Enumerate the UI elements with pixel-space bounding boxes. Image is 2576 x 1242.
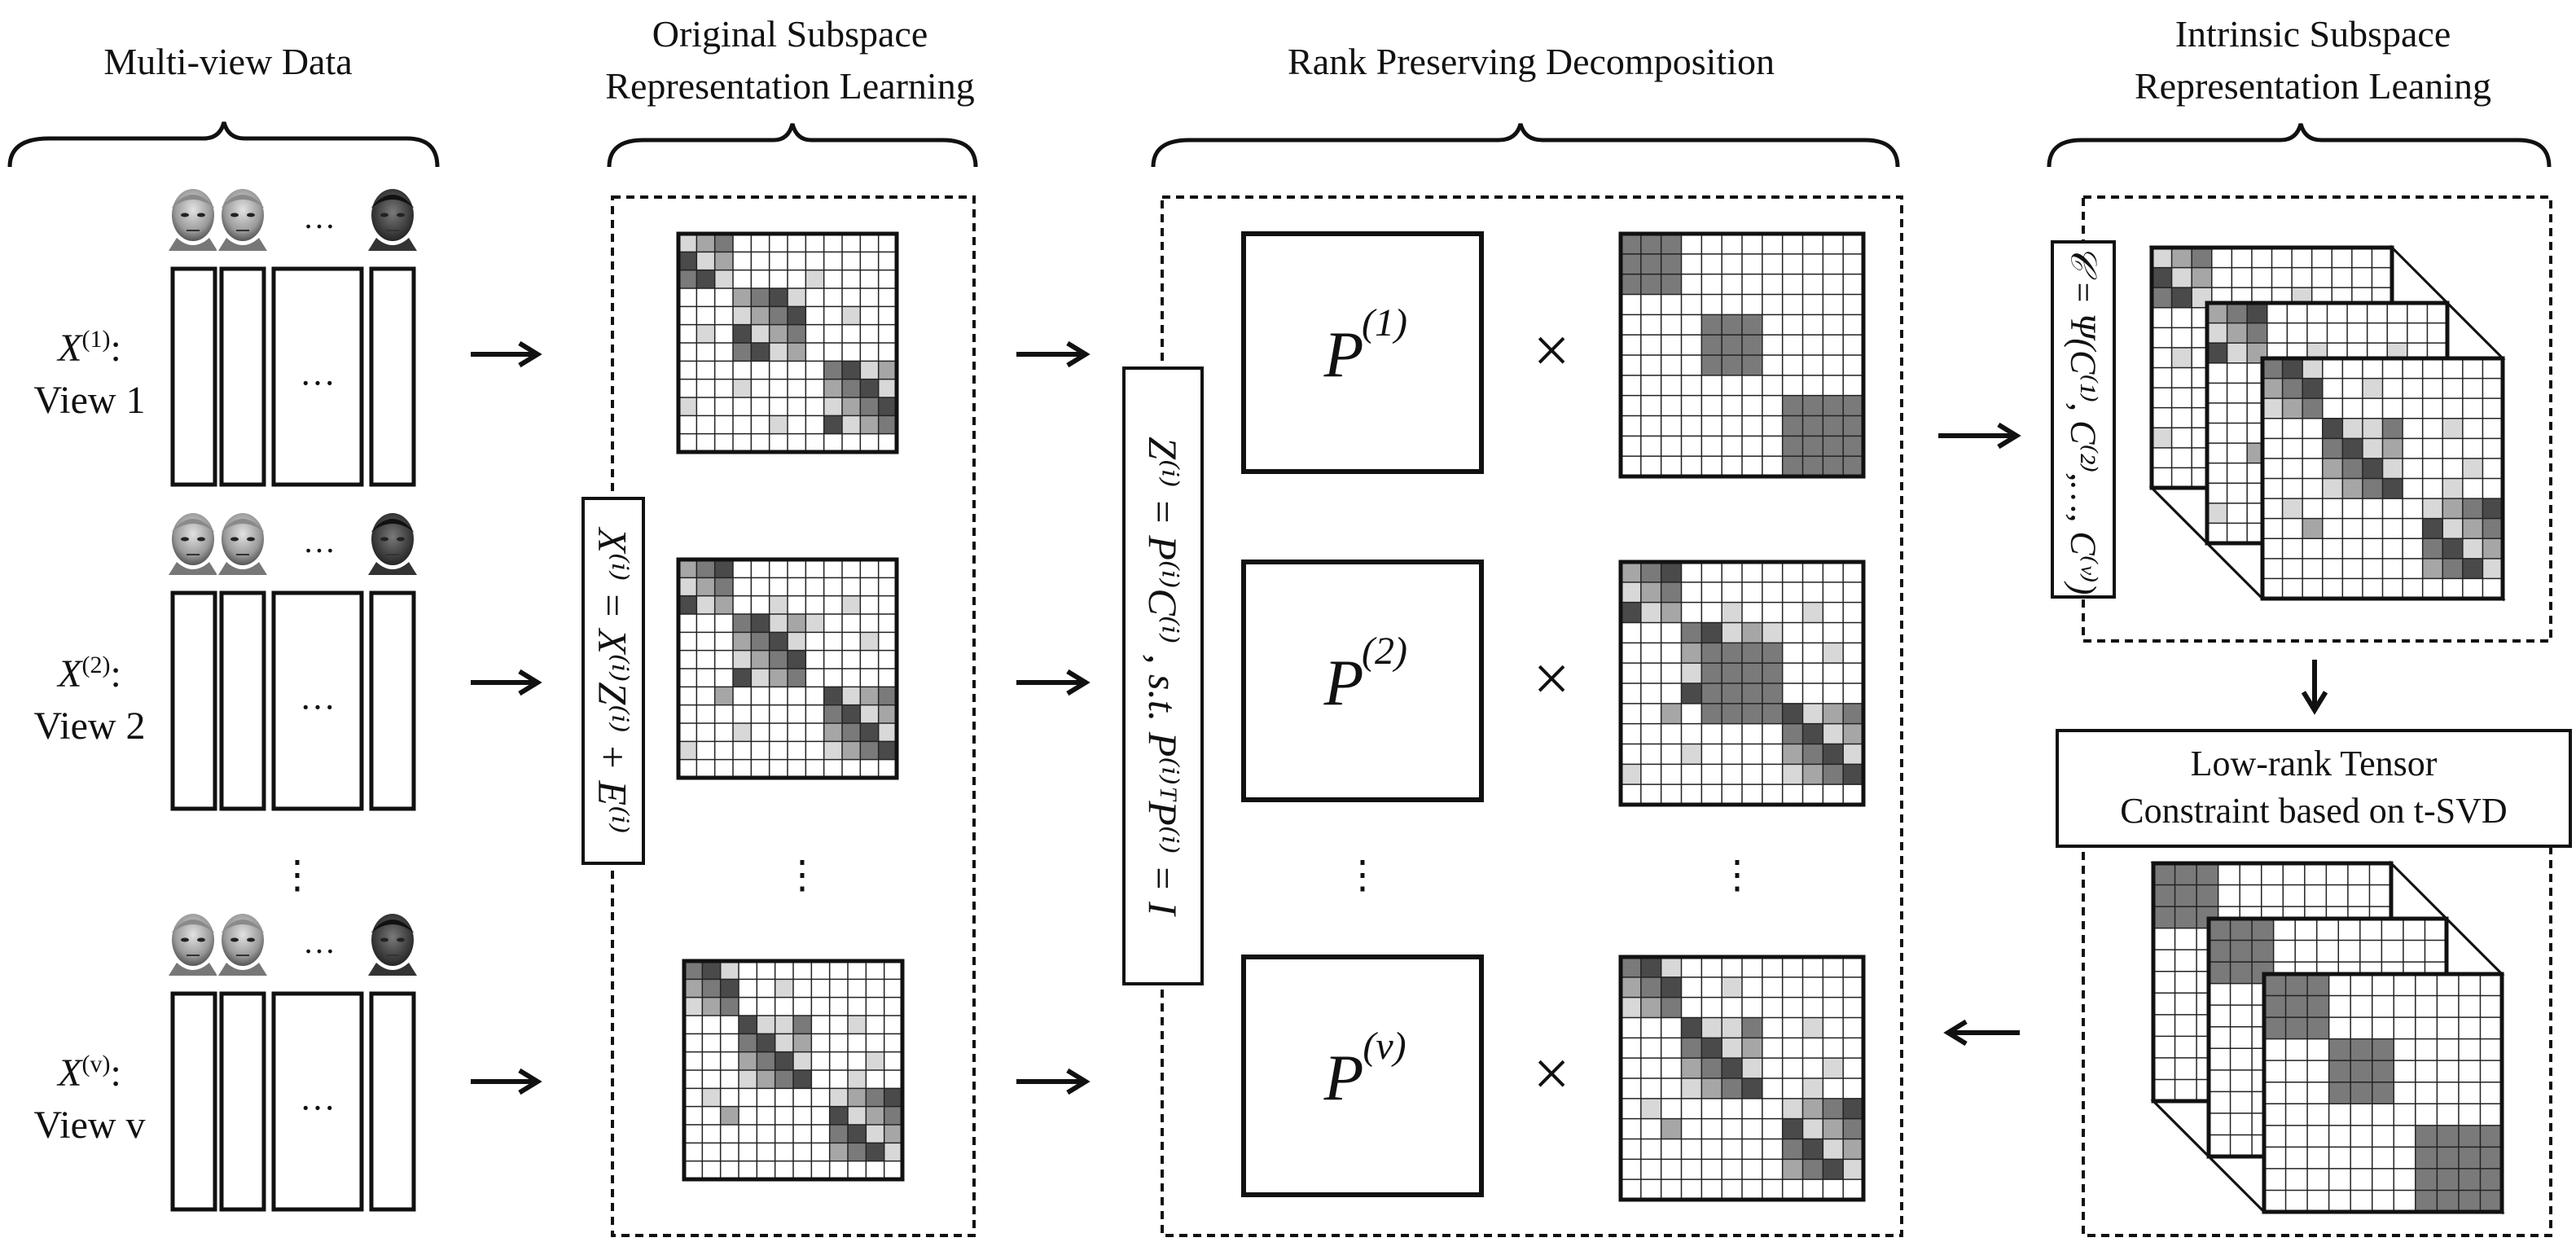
equation-self-expression: X⁽ⁱ⁾ = X⁽ⁱ⁾Z⁽ⁱ⁾ + E⁽ⁱ⁾ bbox=[581, 497, 645, 865]
arrow-right bbox=[471, 1068, 542, 1095]
view-v-sup: (v) bbox=[81, 1051, 111, 1077]
view-label-2: X(2): View 2 bbox=[8, 639, 171, 753]
equation-tensor-text: 𝒞 = Ψ(C⁽¹⁾, C⁽²⁾,…, C⁽ᵛ⁾) bbox=[2063, 244, 2104, 595]
view-1-name: View 1 bbox=[33, 379, 146, 422]
face-icon bbox=[366, 914, 419, 976]
vdots-views: ⋮ bbox=[278, 854, 317, 897]
equation-tensor: 𝒞 = Ψ(C⁽¹⁾, C⁽²⁾,…, C⁽ᵛ⁾) bbox=[2051, 240, 2116, 599]
arrow-right bbox=[1938, 422, 2021, 450]
face-icon bbox=[167, 914, 219, 976]
ellipsis-faces: … bbox=[303, 523, 336, 560]
arrow-right bbox=[471, 669, 542, 696]
title-original-line1: Original Subspace bbox=[652, 13, 928, 55]
data-columns: … bbox=[170, 266, 416, 487]
brace-original bbox=[607, 123, 978, 168]
equation-decomposition: Z⁽ⁱ⁾ = P⁽ⁱ⁾C⁽ⁱ⁾ , s.t. P⁽ⁱ⁾ᵀP⁽ⁱ⁾ = I bbox=[1122, 366, 1204, 985]
title-intrinsic: Intrinsic Subspace Representation Leanin… bbox=[2069, 8, 2557, 112]
face-icon bbox=[217, 189, 269, 251]
arrow-right bbox=[1016, 669, 1091, 696]
constraint-box: Low-rank Tensor Constraint based on t-SV… bbox=[2056, 729, 2572, 848]
view-1-var: X bbox=[58, 327, 82, 370]
vdots-p: ⋮ bbox=[1343, 854, 1382, 897]
face-icon bbox=[217, 513, 269, 575]
data-columns: … bbox=[170, 991, 416, 1212]
p-matrix-1: P(1) bbox=[1241, 231, 1484, 474]
title-intrinsic-line1: Intrinsic Subspace bbox=[2174, 13, 2451, 55]
times-sign: × bbox=[1533, 1038, 1569, 1110]
arrow-right bbox=[471, 340, 542, 368]
view-1-sup: (1) bbox=[81, 326, 111, 353]
svg-text:…: … bbox=[300, 1078, 336, 1118]
vdots-c: ⋮ bbox=[1718, 854, 1757, 897]
data-columns: … bbox=[170, 590, 416, 811]
equation-decomposition-text: Z⁽ⁱ⁾ = P⁽ⁱ⁾C⁽ⁱ⁾ , s.t. P⁽ⁱ⁾ᵀP⁽ⁱ⁾ = I bbox=[1140, 437, 1187, 915]
times-sign: × bbox=[1533, 643, 1569, 715]
generated-shapes: ………………⋮⋮P(1)×P(2)×P(v)×⋮⋮ bbox=[167, 189, 2506, 1215]
tensor-slice bbox=[2260, 356, 2505, 601]
title-rank: Rank Preserving Decomposition bbox=[1288, 41, 1775, 82]
title-intrinsic-line2: Representation Leaning bbox=[2134, 65, 2492, 107]
p-label: P bbox=[1323, 1042, 1364, 1114]
matrix-zv bbox=[682, 959, 905, 1182]
p-label-sup: (v) bbox=[1363, 1025, 1406, 1068]
title-original: Original Subspace Representation Learnin… bbox=[562, 8, 1018, 112]
matrix-c1 bbox=[1618, 231, 1866, 479]
p-matrix-2: P(2) bbox=[1241, 560, 1484, 802]
panel-original bbox=[611, 195, 976, 1237]
panel-intrinsic-bottom bbox=[2082, 841, 2552, 1237]
ellipsis-faces: … bbox=[303, 199, 336, 235]
svg-text:…: … bbox=[300, 353, 336, 393]
view-2-var: X bbox=[58, 652, 82, 696]
face-icon bbox=[366, 189, 419, 251]
brace-rank bbox=[1151, 123, 1900, 168]
view-v-name: View v bbox=[33, 1104, 146, 1147]
p-label-sup: (1) bbox=[1362, 301, 1407, 345]
title-original-line2: Representation Learning bbox=[605, 65, 975, 107]
equation-self-expression-text: X⁽ⁱ⁾ = X⁽ⁱ⁾Z⁽ⁱ⁾ + E⁽ⁱ⁾ bbox=[590, 528, 637, 834]
p-matrix-v: P(v) bbox=[1241, 955, 1484, 1197]
constraint-line2: Constraint based on t-SVD bbox=[2120, 791, 2508, 831]
matrix-cv bbox=[1618, 955, 1866, 1202]
constraint-line1: Low-rank Tensor bbox=[2190, 744, 2438, 783]
face-icon bbox=[167, 189, 219, 251]
p-label-sup: (2) bbox=[1362, 630, 1407, 673]
title-multiview: Multi-view Data bbox=[103, 41, 353, 82]
face-icon bbox=[167, 513, 219, 575]
view-label-v: X(v): View v bbox=[8, 1038, 171, 1152]
arrow-right bbox=[1016, 1068, 1091, 1095]
times-sign: × bbox=[1533, 315, 1569, 387]
arrow-down bbox=[2301, 660, 2328, 715]
matrix-z1 bbox=[676, 231, 899, 454]
face-icon bbox=[217, 914, 269, 976]
svg-text:…: … bbox=[300, 678, 336, 718]
arrow-right bbox=[1016, 340, 1091, 368]
matrix-z2 bbox=[676, 557, 899, 780]
view-v-var: X bbox=[58, 1051, 82, 1095]
face-icon bbox=[366, 513, 419, 575]
p-label: P bbox=[1323, 647, 1364, 719]
view-2-name: View 2 bbox=[33, 704, 146, 748]
view-label-1: X(1): View 1 bbox=[8, 314, 171, 427]
vdots-original: ⋮ bbox=[783, 854, 822, 897]
brace-multiview bbox=[7, 121, 440, 168]
matrix-c2 bbox=[1618, 560, 1866, 807]
view-2-sup: (2) bbox=[81, 652, 111, 678]
ellipsis-faces: … bbox=[303, 924, 336, 960]
arrow-left bbox=[1943, 1019, 2020, 1047]
p-label: P bbox=[1323, 319, 1364, 391]
brace-intrinsic bbox=[2047, 123, 2552, 168]
tensor-slice bbox=[2262, 972, 2504, 1214]
